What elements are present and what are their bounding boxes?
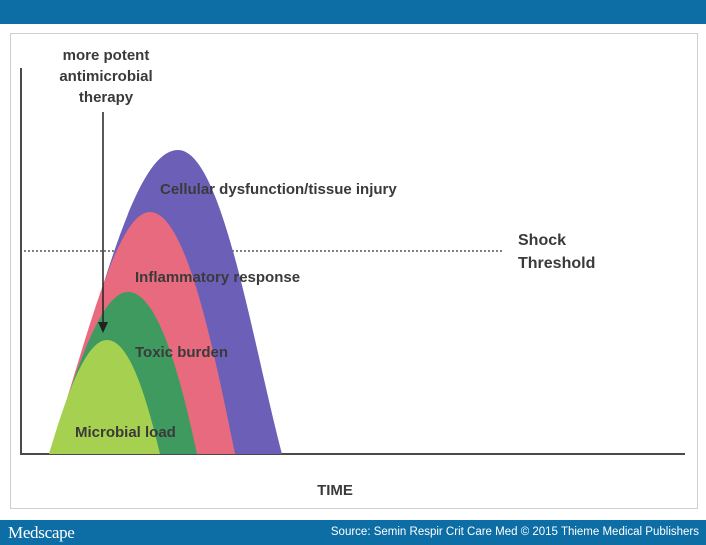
therapy-arrow-head <box>98 322 108 333</box>
header-bar <box>0 0 706 24</box>
source-citation: Source: Semin Respir Crit Care Med © 201… <box>330 526 699 538</box>
footer-bar: Medscape Source: Semin Respir Crit Care … <box>0 520 706 545</box>
label-inflammatory-response: Inflammatory response <box>135 269 300 286</box>
label-toxic-burden: Toxic burden <box>135 344 228 361</box>
label-microbial-load: Microbial load <box>75 424 176 441</box>
threshold-label-line-2: Threshold <box>518 255 595 272</box>
label-cellular-dysfunction: Cellular dysfunction/tissue injury <box>160 181 397 198</box>
annotation-line-2: antimicrobial <box>59 68 152 85</box>
threshold-label-line-1: Shock <box>518 232 566 249</box>
annotation-line-1: more potent <box>63 47 150 64</box>
medscape-logo[interactable]: Medscape <box>8 523 75 542</box>
x-axis-label: TIME <box>317 482 353 499</box>
annotation-line-3: therapy <box>79 89 134 106</box>
microbial-load-area <box>49 340 160 454</box>
